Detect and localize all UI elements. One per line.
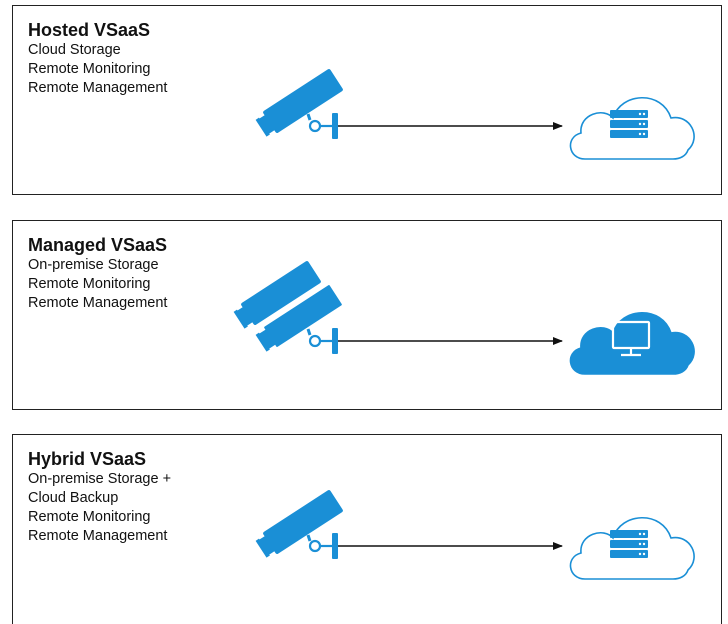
feature-item: Cloud Backup	[28, 490, 119, 506]
panel-diagram	[255, 69, 695, 160]
cloud-icon	[569, 311, 695, 375]
feature-item: Remote Monitoring	[28, 276, 151, 292]
panel-title: Hybrid VSaaS	[28, 449, 147, 469]
feature-item: Remote Monitoring	[28, 509, 151, 525]
cloud-icon	[569, 96, 695, 160]
feature-item: Remote Management	[28, 528, 168, 544]
panel-hybrid-vsaas: Hybrid VSaaS On-premise Storage + Cloud …	[12, 434, 722, 624]
panel-managed-vsaas: Managed VSaaS On-premise Storage Remote …	[12, 220, 722, 410]
panel-diagram	[233, 261, 695, 375]
camera-icon	[255, 490, 343, 559]
feature-item: Remote Management	[28, 80, 168, 96]
feature-list: On-premise Storage + Cloud Backup Remote…	[28, 470, 171, 546]
server-icon	[610, 530, 648, 558]
feature-list: Cloud Storage Remote Monitoring Remote M…	[28, 41, 167, 98]
cloud-icon	[569, 516, 695, 580]
panel-diagram	[255, 490, 695, 580]
feature-list: On-premise Storage Remote Monitoring Rem…	[28, 256, 167, 313]
camera-icon	[233, 261, 321, 329]
feature-item: On-premise Storage	[28, 257, 159, 273]
feature-item: Remote Monitoring	[28, 61, 151, 77]
panel-title: Managed VSaaS	[28, 235, 168, 255]
camera-icon	[255, 283, 344, 354]
feature-item: On-premise Storage +	[28, 471, 172, 487]
feature-item: Remote Management	[28, 295, 168, 311]
panel-hosted-vsaas: Hosted VSaaS Cloud Storage Remote Monito…	[12, 5, 722, 195]
server-icon	[610, 110, 648, 138]
panel-title: Hosted VSaaS	[28, 20, 151, 40]
monitor-icon	[611, 320, 651, 357]
feature-item: Cloud Storage	[28, 42, 121, 58]
camera-icon	[255, 69, 343, 139]
